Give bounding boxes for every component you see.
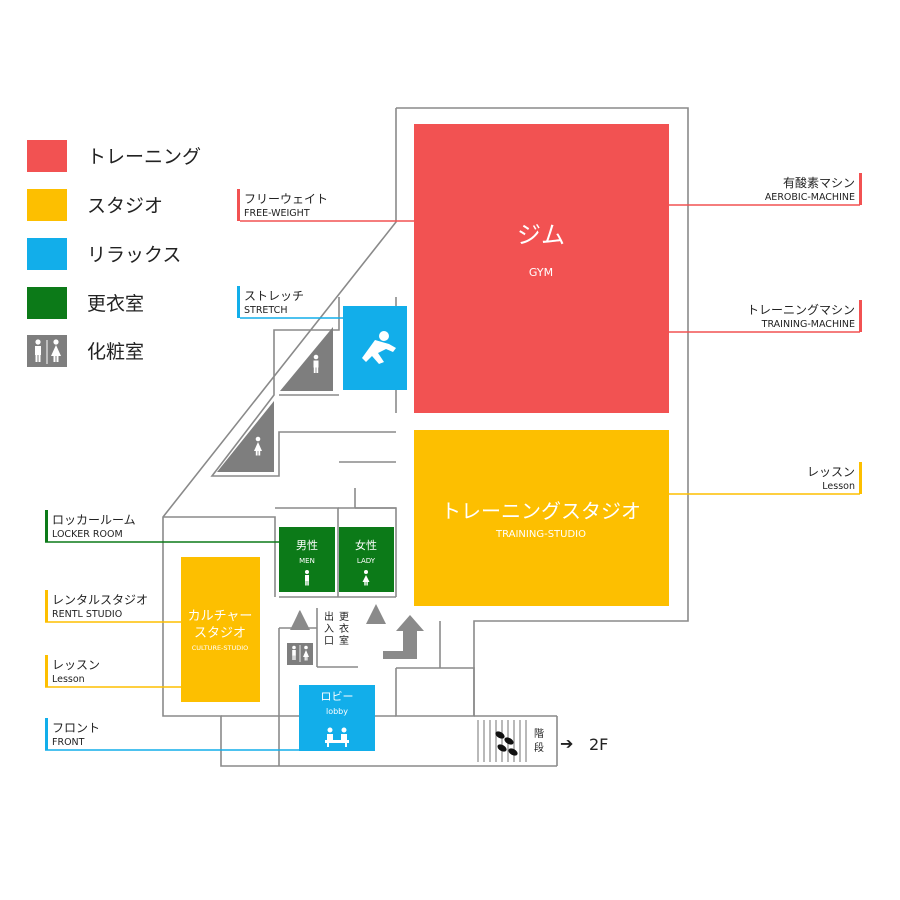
reception-icon [325, 727, 349, 747]
callout-lines [45, 204, 860, 751]
callout-front: フロント FRONT [45, 718, 100, 750]
callout-free-weight-en: FREE-WEIGHT [244, 208, 310, 219]
stairs-char-1: 階 [534, 728, 544, 740]
locker-lady-sublabel: LADY [357, 557, 376, 565]
callout-locker-room-jp: ロッカールーム [52, 513, 136, 527]
gym-area [414, 124, 669, 413]
callout-free-weight: フリーウェイト FREE-WEIGHT [237, 189, 328, 221]
locker-lady-room[interactable]: 女性 LADY [339, 527, 394, 592]
stairs[interactable]: 階 段 ➔ 2F [494, 728, 608, 757]
man-icon [305, 570, 309, 586]
legend-label-relax: リラックス [87, 244, 181, 266]
footprints-icon [495, 731, 518, 756]
callout-aerobic-jp: 有酸素マシン [783, 175, 855, 190]
entry-markers [290, 604, 386, 630]
lobby-room[interactable]: ロビー lobby [299, 685, 375, 751]
legend-label-locker: 更衣室 [87, 293, 144, 315]
legend-label-studio: スタジオ [87, 195, 163, 217]
entrance-char-3: 口 [324, 636, 334, 647]
legend-label-training: トレーニング [87, 146, 201, 168]
stairs-arrow: ➔ [560, 734, 573, 753]
lobby-sublabel: lobby [326, 707, 348, 716]
toilet-icon-man [313, 354, 319, 373]
stretch-icon [362, 331, 396, 364]
callout-training-machine: トレーニングマシン TRAINING-MACHINE [747, 300, 862, 332]
legend-restroom-icon [27, 335, 67, 367]
callout-lesson-right-en: Lesson [822, 481, 855, 492]
locker-men-area [279, 527, 335, 592]
culture-studio-area [181, 557, 260, 702]
stretch-room[interactable] [343, 306, 407, 390]
training-studio-sublabel: TRAINING-STUDIO [495, 529, 586, 540]
lobby-label: ロビー [321, 690, 354, 703]
stairs-hatch [477, 720, 527, 762]
training-studio-label: トレーニングスタジオ [441, 499, 641, 523]
woman-icon [362, 570, 370, 586]
legend-swatch-relax [27, 238, 67, 270]
direction-arrow [383, 615, 424, 659]
locker-men-label: 男性 [296, 538, 318, 552]
building-walls [162, 107, 689, 767]
gym-room[interactable]: ジム GYM [414, 124, 669, 413]
gym-sublabel: GYM [529, 266, 553, 279]
toilet-icon-woman [254, 436, 262, 456]
callout-rental-studio-en: RENTL STUDIO [52, 609, 122, 620]
callout-lesson-left-jp: レッスン [52, 658, 100, 672]
callout-rental-studio-jp: レンタルスタジオ [52, 593, 148, 607]
callout-locker-room: ロッカールーム LOCKER ROOM [45, 510, 136, 542]
legend-swatch-training [27, 140, 67, 172]
gym-label: ジム [517, 221, 565, 249]
toilet-upper [280, 327, 333, 391]
callout-stretch: ストレッチ STRETCH [237, 286, 304, 318]
callout-rental-studio: レンタルスタジオ RENTL STUDIO [45, 590, 148, 622]
callout-front-en: FRONT [52, 737, 85, 748]
legend: トレーニング スタジオ リラックス 更衣室 化粧室 [27, 140, 201, 367]
callout-lesson-left-en: Lesson [52, 674, 85, 685]
diagonal-wall [162, 108, 474, 767]
legend-swatch-studio [27, 189, 67, 221]
dressing-char-3: 室 [339, 634, 349, 647]
stairs-floor: 2F [589, 735, 608, 754]
restroom-icon [287, 643, 313, 665]
stairs-char-2: 段 [534, 741, 544, 754]
toilet-upper-area [280, 327, 333, 391]
callout-lesson-right: レッスン Lesson [807, 462, 862, 494]
culture-studio-label-2: スタジオ [194, 626, 246, 641]
callout-lesson-right-jp: レッスン [807, 465, 855, 479]
callout-front-jp: フロント [52, 721, 100, 735]
toilet-lower [217, 401, 274, 472]
dressing-char-2: 衣 [339, 622, 349, 635]
callout-stretch-jp: ストレッチ [244, 289, 304, 303]
legend-swatch-locker [27, 287, 67, 319]
dressing-char-1: 更 [339, 611, 349, 623]
culture-studio-label-1: カルチャー [188, 609, 253, 624]
locker-men-room[interactable]: 男性 MEN [279, 527, 335, 592]
callout-stretch-en: STRETCH [244, 305, 287, 316]
callout-free-weight-jp: フリーウェイト [244, 192, 328, 206]
training-studio-area [414, 430, 669, 606]
culture-studio-sublabel: CULTURE-STUDIO [192, 644, 249, 652]
legend-label-toilet: 化粧室 [87, 341, 144, 363]
callout-locker-room-en: LOCKER ROOM [52, 529, 123, 540]
entrance-label: 出 入 口 更 衣 室 [324, 610, 349, 647]
training-studio-room[interactable]: トレーニングスタジオ TRAINING-STUDIO [414, 430, 669, 606]
culture-studio-room[interactable]: カルチャー スタジオ CULTURE-STUDIO [181, 557, 260, 702]
entrance-char-2: 入 [324, 624, 334, 635]
callout-aerobic-en: AEROBIC-MACHINE [765, 192, 855, 203]
locker-men-sublabel: MEN [299, 557, 315, 565]
callout-training-machine-en: TRAINING-MACHINE [761, 319, 855, 330]
callout-lesson-left: レッスン Lesson [45, 655, 100, 687]
callout-training-machine-jp: トレーニングマシン [747, 303, 855, 317]
entrance-char-1: 出 [324, 610, 334, 623]
locker-lady-label: 女性 [355, 538, 377, 552]
callout-aerobic: 有酸素マシン AEROBIC-MACHINE [765, 173, 862, 205]
